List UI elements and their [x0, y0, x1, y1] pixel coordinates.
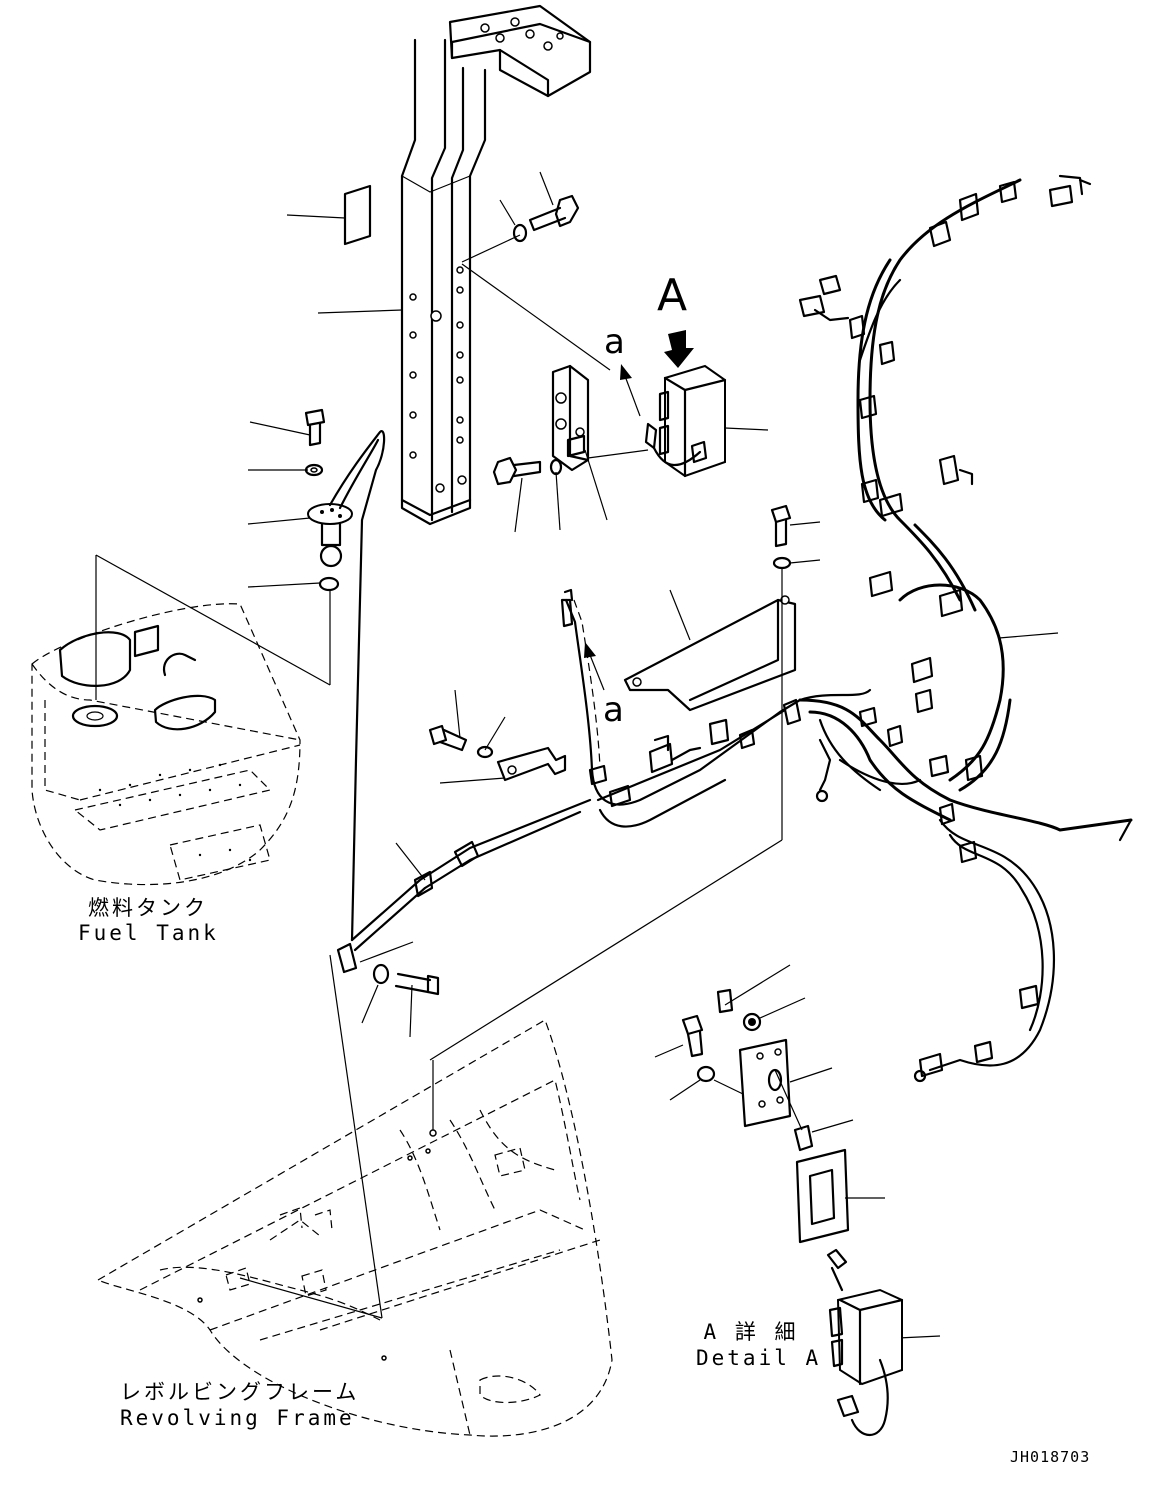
- ref-a-upper-label: a: [604, 322, 625, 362]
- label-plate: [343, 184, 372, 246]
- mount-bracket: [551, 364, 590, 472]
- ref-a-lower-label: a: [603, 690, 624, 730]
- bolt-mid: [492, 456, 563, 486]
- controller-unit: [644, 364, 727, 478]
- fuel-sensor-bolt: [304, 408, 326, 477]
- leader-lines: [247, 171, 1059, 1339]
- revolving-frame-label-en: Revolving Frame: [120, 1406, 355, 1430]
- vertical-post: [400, 4, 592, 526]
- fuel-tank: [31, 554, 331, 886]
- fuel-tank-label-en: Fuel Tank: [78, 921, 219, 945]
- detail-a-label-jp: A 詳 細: [703, 1320, 799, 1344]
- detail-a-parts: [681, 988, 904, 1437]
- revolving-frame-label-jp: レボルビングフレーム: [120, 1380, 360, 1404]
- view-a-label: A: [657, 270, 688, 321]
- ref-arrow-lower: [584, 642, 605, 691]
- ref-arrow-upper: [620, 364, 641, 417]
- wiring-harness-right: [798, 174, 1133, 1083]
- revolving-frame: [96, 954, 613, 1437]
- drawing-code: JH018703: [1010, 1448, 1091, 1466]
- fuel-tank-label-jp: 燃料タンク: [88, 896, 208, 920]
- fuel-sensor: [307, 430, 386, 942]
- wiring-harness-center: [336, 588, 802, 974]
- detail-a-label-en: Detail A: [696, 1346, 822, 1370]
- cover-plate: [623, 595, 797, 712]
- ground-bolt: [372, 963, 440, 996]
- view-arrow: [664, 330, 694, 368]
- cover-bolt: [429, 504, 792, 1061]
- small-bracket: [428, 724, 567, 782]
- bolt-top: [512, 194, 580, 243]
